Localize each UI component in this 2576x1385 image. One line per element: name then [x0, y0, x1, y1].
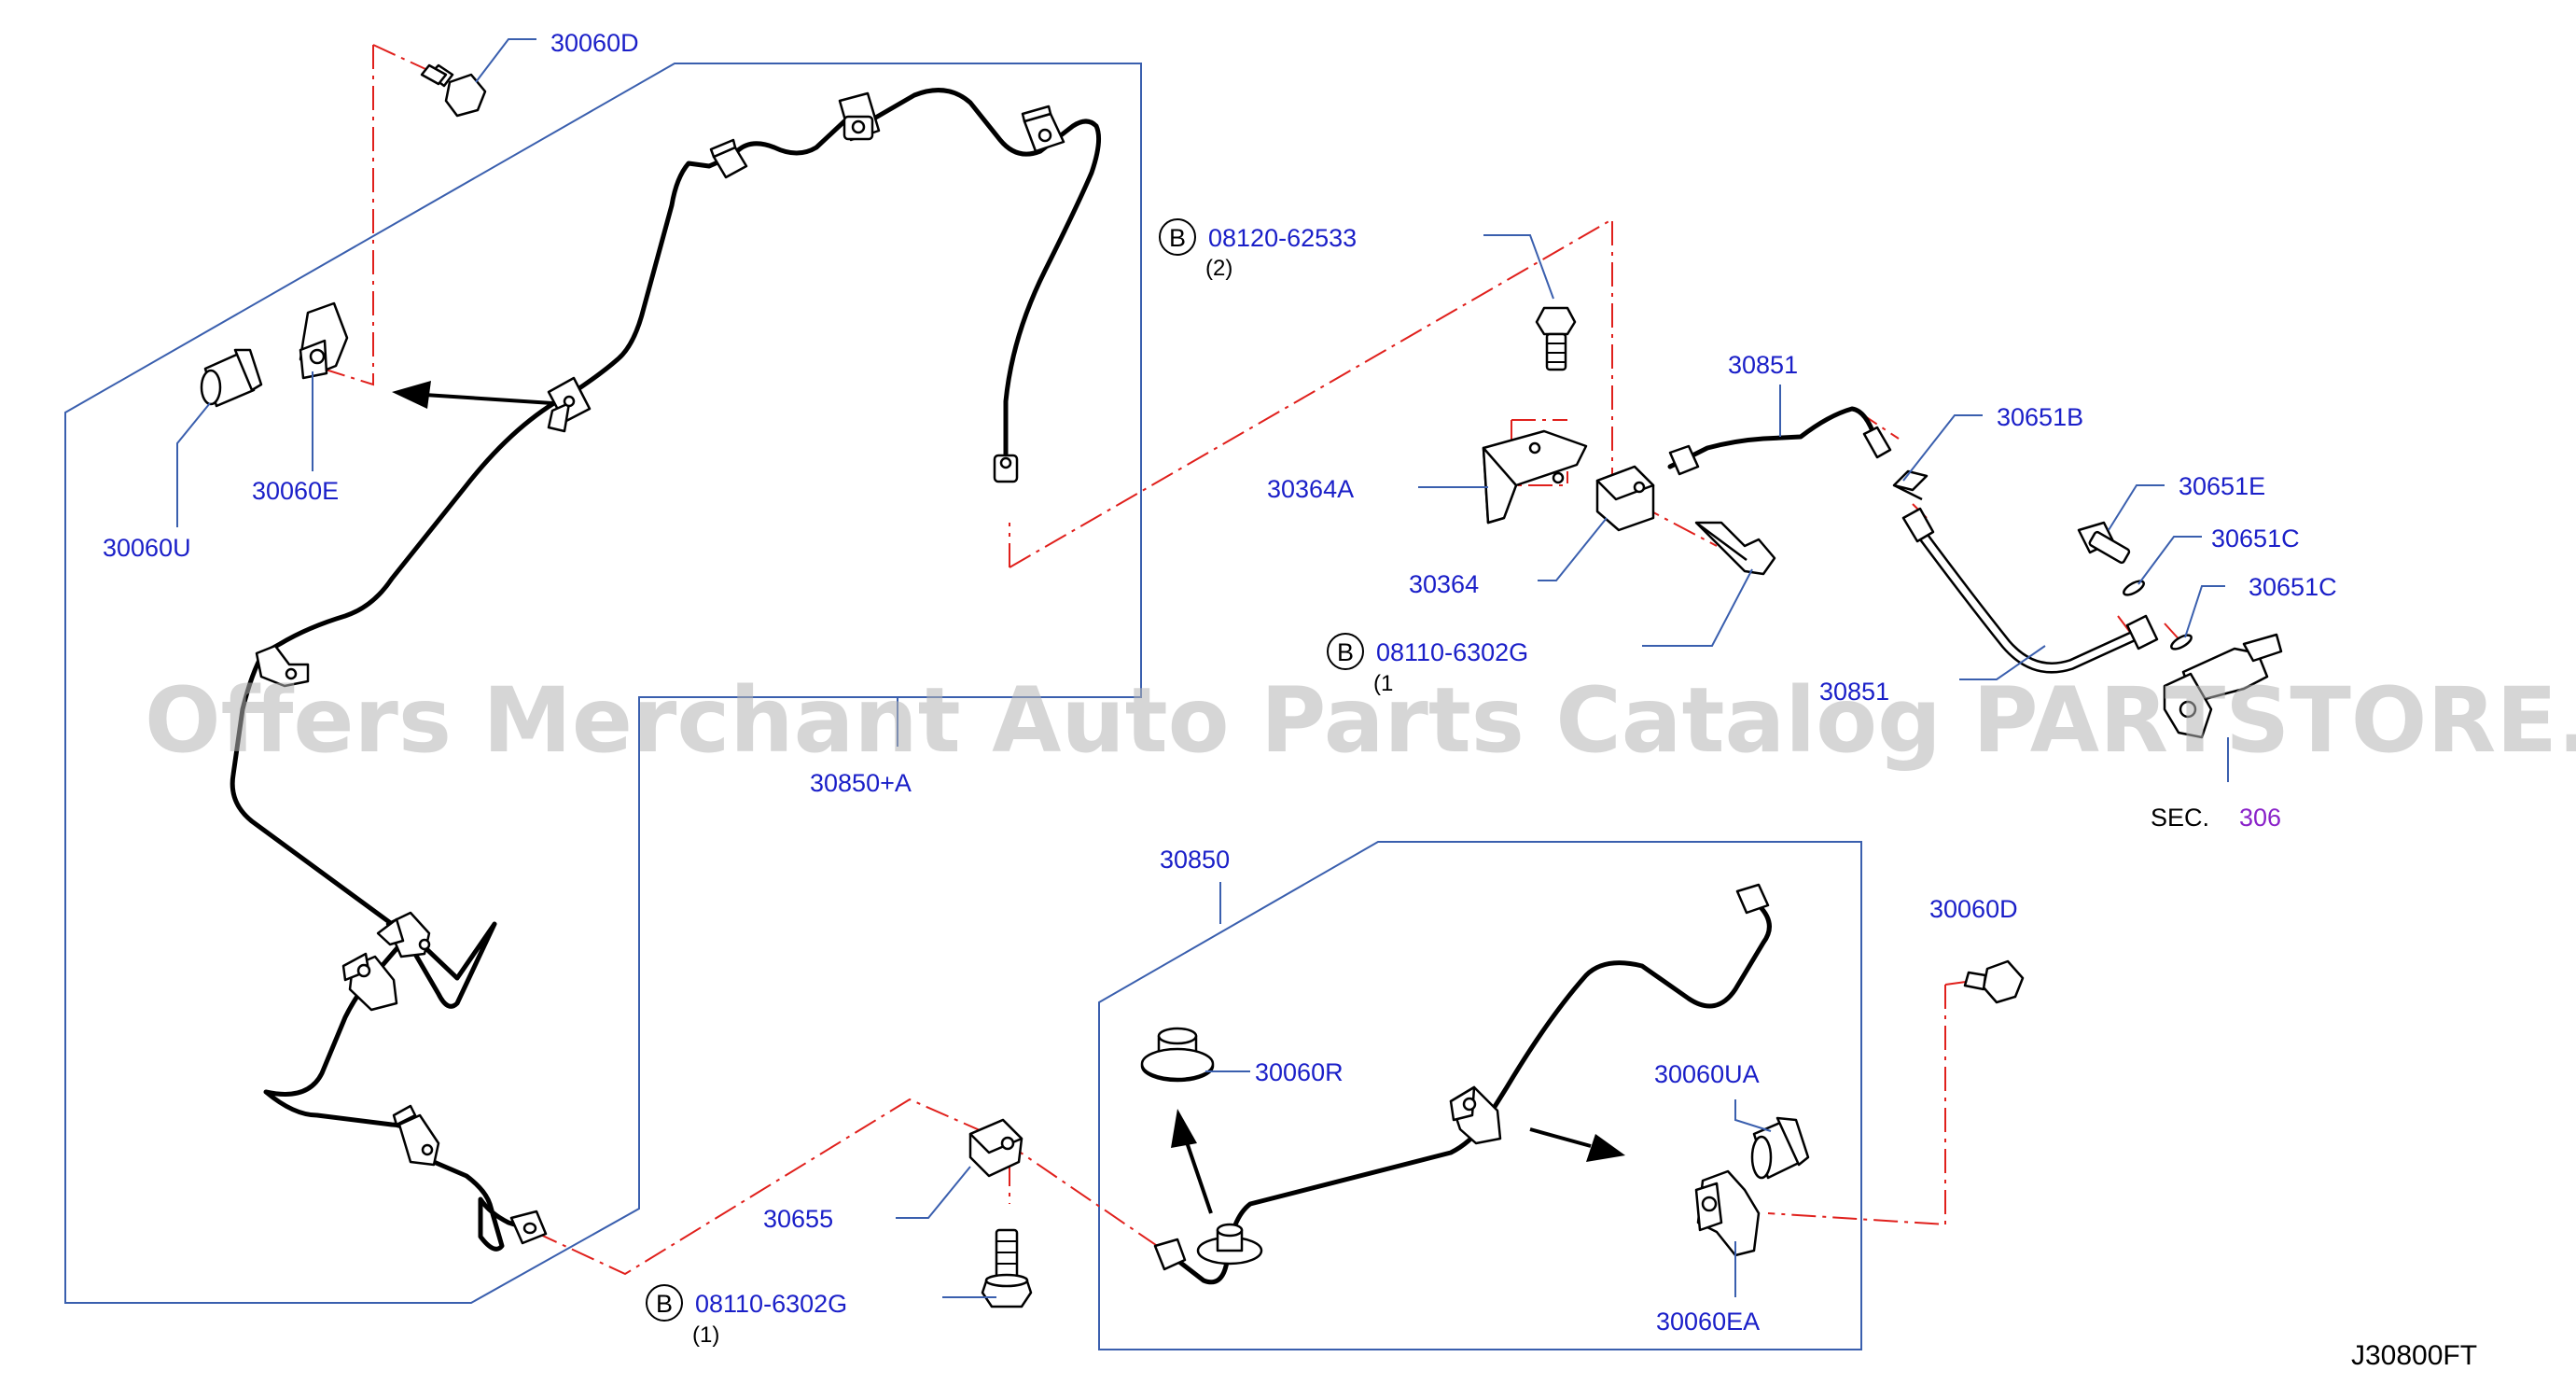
bolt-30060d-right	[1963, 959, 2025, 1004]
diagram-code: J30800FT	[2351, 1340, 2477, 1371]
tube-clip-6	[376, 911, 431, 958]
tube-end-fitting-top	[993, 454, 1019, 483]
connector-block-30364	[1595, 465, 1655, 532]
label-30060d-right[interactable]: 30060D	[1929, 895, 2018, 923]
tube-clip-4	[547, 376, 592, 433]
badge-b-08110-bottom: B	[646, 1284, 683, 1322]
label-30850[interactable]: 30850	[1160, 846, 1230, 874]
grommet-on-tube	[1196, 1223, 1263, 1266]
badge-b-text: B	[1169, 224, 1186, 252]
clutch-tube-30850a	[230, 88, 1102, 1252]
tube-end-fitting-bottom	[509, 1210, 548, 1245]
tube-clip-30850	[1449, 1085, 1502, 1145]
label-30060d-top[interactable]: 30060D	[550, 29, 639, 57]
label-30364a[interactable]: 30364A	[1267, 475, 1354, 503]
group-box-30850a	[64, 63, 1142, 1304]
label-30651c-1[interactable]: 30651C	[2211, 525, 2300, 553]
group-box-30850	[1098, 841, 1862, 1350]
bushing-30060ua	[1750, 1116, 1810, 1180]
label-sec-prefix: SEC.	[2151, 804, 2209, 832]
bolt-08110-6302g-bottom	[981, 1228, 1033, 1308]
tube-clip-7	[341, 952, 398, 1012]
watermark-text: Offers Merchant Auto Parts Catalog PARTS…	[145, 668, 2576, 773]
clutch-tube-30850	[1153, 883, 1772, 1285]
connector-30655	[968, 1118, 1023, 1178]
bolt-30651e	[2077, 521, 2131, 565]
label-30060ea[interactable]: 30060EA	[1656, 1308, 1760, 1336]
label-30851-top[interactable]: 30851	[1728, 351, 1798, 379]
direction-arrow-left	[392, 381, 553, 409]
operating-cylinder-sec-306	[2163, 633, 2283, 739]
bolt-30060d-top	[420, 63, 487, 118]
bushing-30060u	[200, 348, 263, 408]
label-08120-qty: (2)	[1205, 256, 1232, 281]
label-30060e[interactable]: 30060E	[252, 477, 339, 505]
badge-b-08120: B	[1159, 218, 1196, 256]
washer-30651c-1	[2123, 580, 2145, 596]
label-30655[interactable]: 30655	[763, 1205, 833, 1233]
bolt-08120-62533	[1535, 306, 1577, 371]
direction-arrow-up	[1171, 1109, 1213, 1214]
label-30060u[interactable]: 30060U	[103, 534, 191, 562]
label-08110-bottom-qty: (1)	[692, 1322, 719, 1348]
clip-30651b	[1892, 469, 1929, 501]
label-30060ua[interactable]: 30060UA	[1654, 1060, 1760, 1088]
label-30651c-2[interactable]: 30651C	[2249, 573, 2337, 601]
leader-lines	[176, 38, 2229, 1298]
direction-arrow-right	[1529, 1127, 1625, 1162]
tube-30851	[1667, 406, 1892, 476]
tube-clip-3	[1021, 105, 1065, 153]
label-30651b[interactable]: 30651B	[1997, 403, 2083, 431]
bolt-08110-6302g-mid	[1694, 521, 1776, 576]
label-30060r[interactable]: 30060R	[1255, 1058, 1344, 1086]
tube-clip-2	[838, 91, 881, 142]
guide-lines	[307, 44, 2184, 1276]
hose-30851	[1901, 507, 2159, 674]
label-08110-6302g-mid[interactable]: 08110-6302G	[1376, 638, 1528, 666]
label-08110-mid-qty: (1	[1373, 671, 1393, 696]
label-08110-6302g-bottom[interactable]: 08110-6302G	[695, 1290, 847, 1318]
badge-b-text: B	[656, 1290, 673, 1318]
badge-b-text: B	[1337, 638, 1354, 666]
tube-clip-8	[392, 1104, 440, 1167]
label-08120-62533[interactable]: 08120-62533	[1208, 224, 1357, 252]
label-30364[interactable]: 30364	[1409, 570, 1479, 598]
grommet-30060r	[1140, 1027, 1215, 1083]
badge-b-08110-mid: B	[1327, 633, 1364, 670]
clamp-30060ea	[1694, 1169, 1761, 1257]
label-sec-306[interactable]: 306	[2239, 804, 2281, 832]
label-30651e[interactable]: 30651E	[2179, 472, 2265, 500]
label-30851-bottom[interactable]: 30851	[1819, 678, 1889, 706]
tube-clip-1	[709, 138, 748, 179]
bracket-30364a	[1482, 429, 1588, 525]
washer-30651c-2	[2170, 634, 2193, 651]
label-30850a[interactable]: 30850+A	[810, 769, 912, 797]
tube-clip-5	[255, 644, 310, 688]
clamp-30060e	[299, 301, 349, 380]
